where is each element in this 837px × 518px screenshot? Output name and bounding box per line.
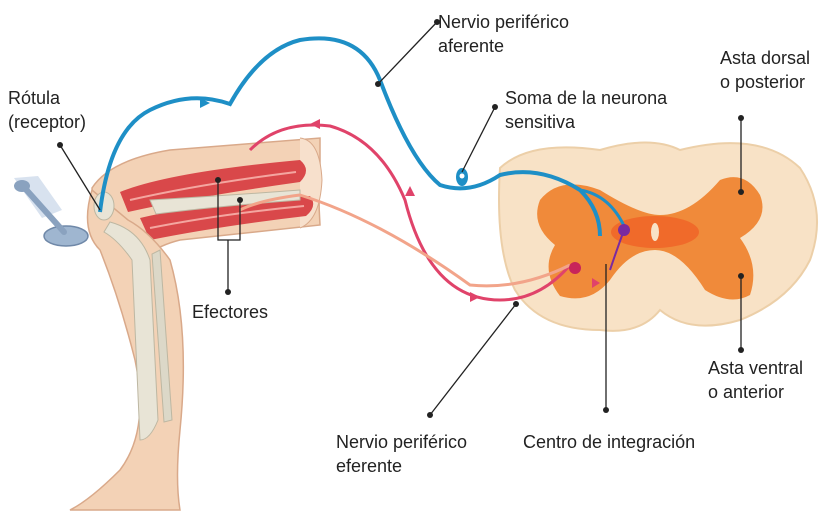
label-nervio-eferente: Nervio periférico eferente xyxy=(336,430,467,478)
label-nervio-eferente-line2: eferente xyxy=(336,456,403,476)
label-asta-ventral-line1: Asta ventral xyxy=(708,358,804,378)
label-soma-line2: sensitiva xyxy=(505,112,576,132)
label-centro-integracion: Centro de integración xyxy=(523,430,695,454)
label-asta-ventral-line2: o anterior xyxy=(708,382,785,402)
efferent-nerve-path xyxy=(239,119,600,302)
label-efectores: Efectores xyxy=(192,300,268,324)
label-rotula-line2: (receptor) xyxy=(8,112,87,132)
label-nervio-eferente-line1: Nervio periférico xyxy=(336,432,468,452)
label-rotula: Rótula (receptor) xyxy=(8,86,86,134)
label-soma: Soma de la neurona sensitiva xyxy=(505,86,667,134)
neurons xyxy=(569,224,630,274)
label-asta-ventral: Asta ventral o anterior xyxy=(708,356,803,404)
label-soma-line1: Soma de la neurona xyxy=(505,88,668,108)
label-efectores-text: Efectores xyxy=(192,302,269,322)
label-nervio-aferente-line2: aferente xyxy=(438,36,505,56)
label-asta-dorsal: Asta dorsal o posterior xyxy=(720,46,810,94)
label-centro-text: Centro de integración xyxy=(523,432,696,452)
leader-lines xyxy=(59,21,742,416)
leg-illustration xyxy=(69,137,323,511)
label-asta-dorsal-line1: Asta dorsal xyxy=(720,48,811,68)
label-nervio-aferente: Nervio periférico aferente xyxy=(438,10,569,58)
label-asta-dorsal-line2: o posterior xyxy=(720,72,806,92)
leader-dots xyxy=(57,19,744,418)
afferent-nerve-path xyxy=(98,36,627,237)
label-nervio-aferente-line1: Nervio periférico xyxy=(438,12,570,32)
reflex-hammer-icon xyxy=(14,176,89,247)
spinal-cord-illustration xyxy=(498,141,819,332)
label-rotula-line1: Rótula xyxy=(8,88,61,108)
